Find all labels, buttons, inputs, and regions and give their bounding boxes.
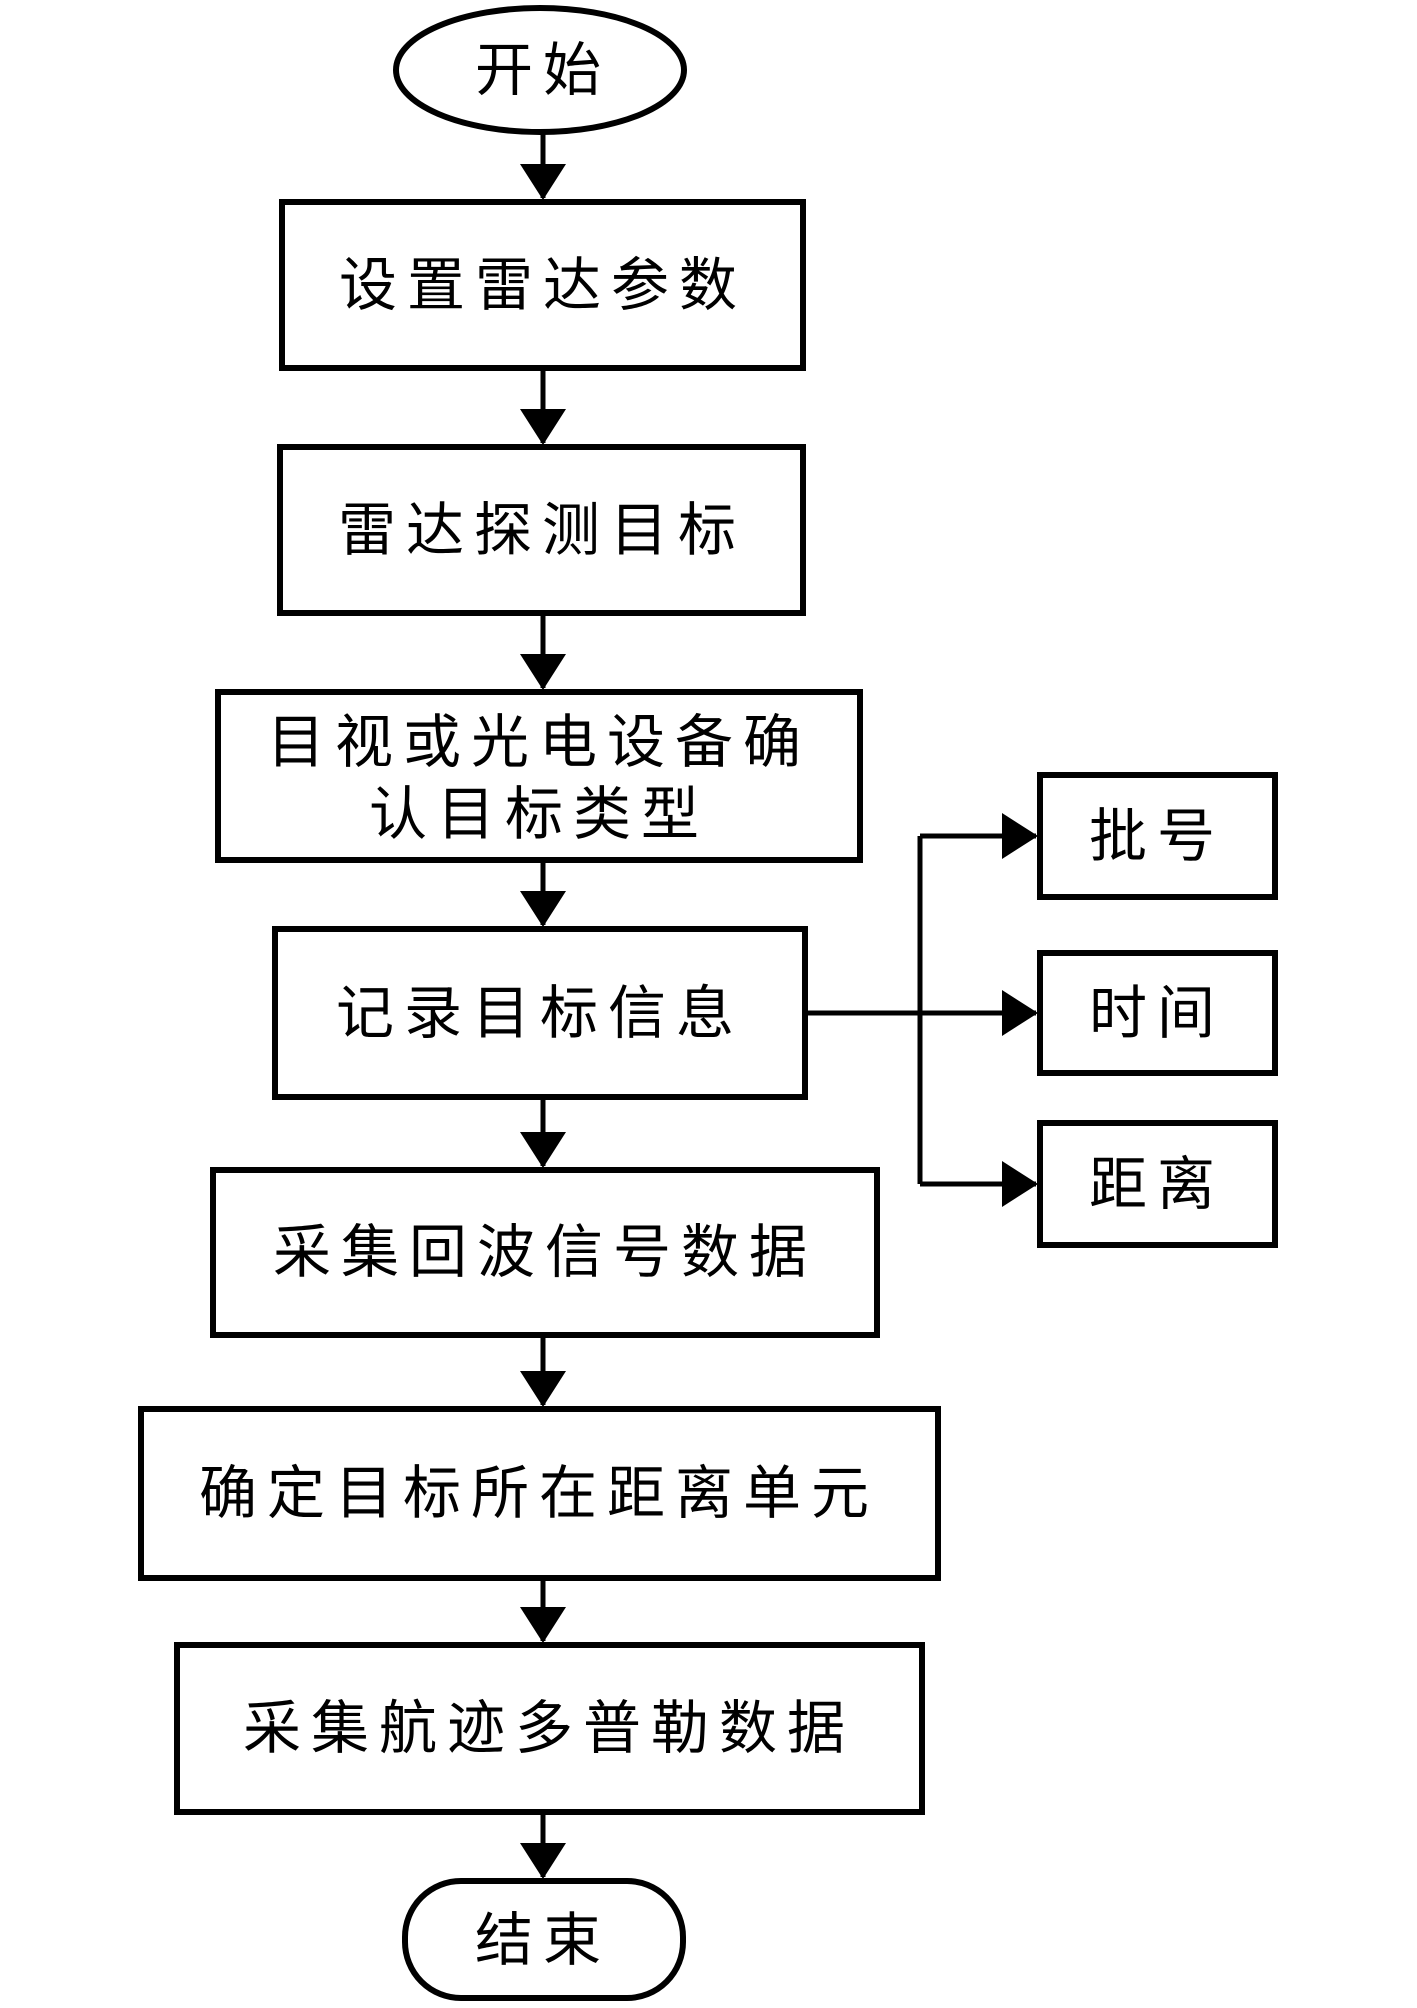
branch-time-label: 时间 <box>1089 979 1225 1047</box>
step3-label-line2: 认目标类型 <box>369 780 709 848</box>
start-label: 开始 <box>475 36 611 104</box>
branch-batch-box <box>1037 772 1278 900</box>
step6-label: 确定目标所在距离单元 <box>199 1459 879 1527</box>
step1-box <box>279 199 806 371</box>
step2-box <box>277 444 806 616</box>
step4-box <box>272 926 808 1100</box>
step3-box <box>215 689 863 863</box>
node-end: 结束 <box>402 1878 686 2001</box>
node-step4: 记录目标信息 <box>272 926 808 1100</box>
node-branch-distance: 距离 <box>1037 1120 1278 1248</box>
step4-label: 记录目标信息 <box>336 979 744 1047</box>
node-branch-batch: 批号 <box>1037 772 1278 900</box>
branch-distance-label: 距离 <box>1089 1150 1225 1218</box>
node-start: 开始 <box>393 5 687 135</box>
connectors <box>520 131 1038 1879</box>
node-step6: 确定目标所在距离单元 <box>138 1406 941 1581</box>
end-label: 结束 <box>475 1906 611 1974</box>
step1-label: 设置雷达参数 <box>339 251 747 319</box>
step5-box <box>210 1167 880 1338</box>
node-step7: 采集航迹多普勒数据 <box>174 1642 925 1815</box>
node-step3: 目视或光电设备确 认目标类型 <box>215 689 863 863</box>
branch-time-box <box>1037 950 1278 1076</box>
step6-box <box>138 1406 941 1581</box>
node-branch-time: 时间 <box>1037 950 1278 1076</box>
branch-batch-label: 批号 <box>1089 802 1225 870</box>
start-ellipse <box>393 5 687 135</box>
branch-distance-box <box>1037 1120 1278 1248</box>
step3-label-line1: 目视或光电设备确 <box>267 708 811 776</box>
step7-label: 采集航迹多普勒数据 <box>243 1694 855 1762</box>
step2-label: 雷达探测目标 <box>338 496 746 564</box>
node-step5: 采集回波信号数据 <box>210 1167 880 1338</box>
node-step2: 雷达探测目标 <box>277 444 806 616</box>
step7-box <box>174 1642 925 1815</box>
end-stadium <box>402 1878 686 2001</box>
node-step1: 设置雷达参数 <box>279 199 806 371</box>
step5-label: 采集回波信号数据 <box>273 1218 817 1286</box>
